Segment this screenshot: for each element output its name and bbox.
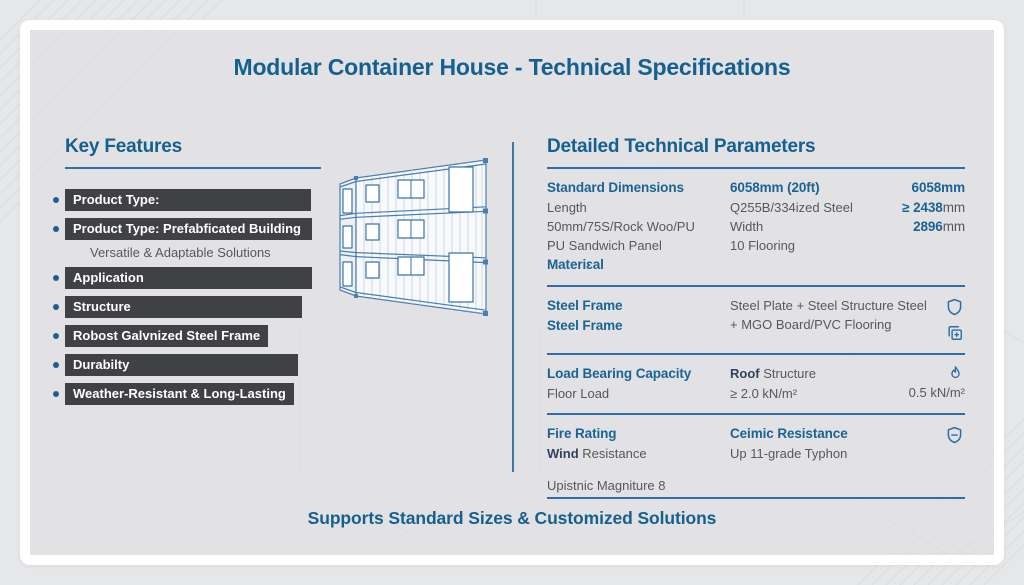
feature-badge: Structure bbox=[65, 296, 302, 318]
param-label: Materiɛal bbox=[547, 257, 604, 272]
copy-icon bbox=[948, 326, 962, 340]
vertical-divider bbox=[512, 142, 514, 472]
param-label: Ceimic Resistance bbox=[730, 426, 848, 441]
param-line: Length bbox=[547, 200, 587, 215]
shield-minus-icon bbox=[947, 426, 962, 444]
feature-badge: Product Type: Prefabficated Building bbox=[65, 218, 312, 240]
param-line: Up 11-grade Typhon bbox=[730, 446, 848, 461]
dimension-value: 6058mm bbox=[911, 180, 966, 195]
feature-badge: Durabilty bbox=[65, 354, 298, 376]
heading-underline bbox=[547, 167, 965, 169]
container-house-illustration bbox=[339, 158, 488, 316]
key-features-section: Key Features Product Type: Product Type:… bbox=[53, 136, 331, 412]
list-item: Product Type: bbox=[53, 189, 331, 211]
param-label: Steel Frame bbox=[547, 298, 623, 313]
list-item: Structure bbox=[53, 296, 331, 318]
bullet-icon bbox=[53, 362, 59, 368]
param-line: + MGO Board/PVC Flooring bbox=[730, 317, 892, 332]
dimension-value: ≥ 2438mm bbox=[902, 200, 965, 215]
param-value: 6058mm (20ft) bbox=[730, 180, 820, 195]
list-item: Weather-Resistant & Long-Lasting bbox=[53, 383, 331, 405]
feature-badge: Application bbox=[65, 267, 312, 289]
bullet-icon bbox=[53, 304, 59, 310]
spec-card: Modular Container House - Technical Spec… bbox=[20, 20, 1004, 565]
list-item: Robost Galvnized Steel Frame bbox=[53, 325, 331, 347]
param-line: PU Sandwich Panel bbox=[547, 238, 662, 253]
bullet-icon bbox=[53, 197, 59, 203]
page-title: Modular Container House - Technical Spec… bbox=[233, 54, 791, 80]
heading-underline bbox=[65, 167, 321, 169]
param-line: Steel Plate + Steel Structure Steel bbox=[730, 298, 927, 313]
dimension-value: 2896mm bbox=[913, 219, 965, 234]
feature-badge: Robost Galvnized Steel Frame bbox=[65, 325, 269, 347]
key-features-heading: Key Features bbox=[65, 136, 182, 157]
feature-subtext: Versatile & Adaptable Solutions bbox=[90, 245, 271, 260]
param-line: ≥ 2.0 kN/m² bbox=[730, 386, 798, 401]
bullet-icon bbox=[53, 226, 59, 232]
param-line: 50mm/75S/Rock Woo/PU bbox=[547, 219, 695, 234]
param-label: Steel Frame bbox=[547, 318, 623, 333]
param-note: Upistnic Magniture 8 bbox=[547, 478, 666, 493]
list-item: Durabilty bbox=[53, 354, 331, 376]
param-line: Roof Structure bbox=[730, 366, 816, 381]
parameters-heading: Detailed Technical Parameters bbox=[547, 136, 816, 157]
table-row: Load Bearing Capacity Floor Load Roof St… bbox=[547, 355, 965, 415]
table-row: Standard Dimensions Length 50mm/75S/Rock… bbox=[547, 169, 965, 287]
param-line: Floor Load bbox=[547, 386, 610, 401]
parameters-section: Detailed Technical Parameters Standard D… bbox=[547, 136, 965, 499]
list-item: Application bbox=[53, 267, 331, 289]
bullet-icon bbox=[53, 275, 59, 281]
param-label: Load Bearing Capacity bbox=[547, 366, 692, 381]
feature-badge: Product Type: bbox=[65, 189, 311, 211]
shield-icon bbox=[947, 298, 962, 316]
key-features-list: Product Type: Product Type: Prefabficate… bbox=[53, 189, 331, 405]
param-label: Standard Dimensions bbox=[547, 180, 684, 195]
param-label: Fire Rating bbox=[547, 426, 617, 441]
feature-badge: Weather-Resistant & Long-Lasting bbox=[65, 383, 294, 405]
flame-icon bbox=[951, 366, 960, 379]
param-line: Width bbox=[730, 219, 764, 234]
table-row: Fire Rating Wind Resistance Ceimic Resis… bbox=[547, 415, 965, 499]
list-item: Product Type: Prefabficated Building bbox=[53, 218, 331, 240]
table-row: Steel Frame Steel Frame Steel Plate + St… bbox=[547, 287, 965, 355]
param-line: Wind Resistance bbox=[547, 446, 647, 461]
param-value: 0.5 kN/m² bbox=[908, 385, 965, 400]
param-line: Q255B/334ized Steel bbox=[730, 200, 853, 215]
footer-tagline: Supports Standard Sizes & Customized Sol… bbox=[307, 508, 717, 528]
bullet-icon bbox=[53, 391, 59, 397]
param-line: 10 Flooring bbox=[730, 238, 796, 253]
bullet-icon bbox=[53, 333, 59, 339]
